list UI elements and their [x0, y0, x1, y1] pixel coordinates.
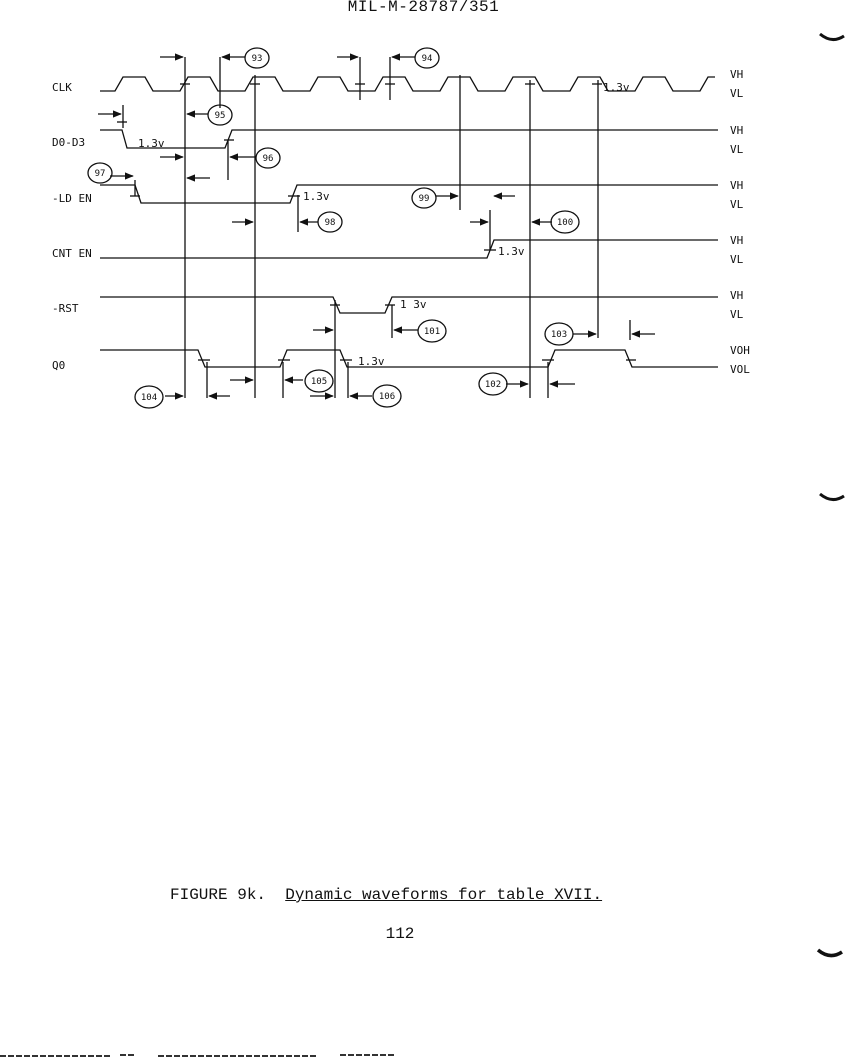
figure-title: Dynamic waveforms for table XVII. [285, 886, 603, 904]
figure-number: FIGURE 9k. [170, 886, 267, 904]
signal-label-rst: -RST [52, 302, 79, 315]
threshold-label-cnt: 1.3v [498, 245, 525, 258]
rst-waveform [100, 296, 718, 314]
cnt-en-waveform [100, 239, 718, 259]
level-low-ld: VL [730, 198, 744, 211]
level-high-cnt: VH [730, 234, 743, 247]
param-101: 101 [424, 327, 440, 337]
param-103: 103 [551, 330, 567, 340]
level-high-q0: VOH [730, 344, 750, 357]
threshold-label-d0d3: 1.3v [138, 137, 165, 150]
param-93: 93 [252, 54, 263, 64]
threshold-ticks [117, 83, 636, 361]
timing-diagram: CLK D0-D3 -LD EN CNT EN -RST Q0 VH VL VH… [52, 47, 750, 409]
level-low-d0d3: VL [730, 143, 744, 156]
signal-label-d0d3: D0-D3 [52, 136, 85, 149]
clk-waveform [100, 76, 715, 92]
timing-arrows [98, 53, 655, 400]
signal-label-ld: -LD EN [52, 192, 92, 205]
page-number: 112 [385, 925, 415, 943]
param-104: 104 [141, 393, 157, 403]
param-95: 95 [215, 111, 226, 121]
threshold-label-clk: 1.3v [603, 81, 630, 94]
figure-caption: FIGURE 9k. Dynamic waveforms for table X… [170, 886, 602, 904]
binding-mark [819, 492, 845, 501]
binding-mark [819, 32, 845, 41]
level-low-cnt: VL [730, 253, 744, 266]
threshold-label-ld: 1.3v [303, 190, 330, 203]
document-number: MIL-M-28787/351 [347, 0, 500, 16]
param-94: 94 [422, 54, 433, 64]
level-low-clk: VL [730, 87, 744, 100]
threshold-label-rst: 1 3v [400, 298, 427, 311]
signal-label-cnt: CNT EN [52, 247, 92, 260]
level-high-clk: VH [730, 68, 743, 81]
threshold-label-q0: 1.3v [358, 355, 385, 368]
signal-label-clk: CLK [52, 81, 72, 94]
param-98: 98 [325, 218, 336, 228]
signal-label-q0: Q0 [52, 359, 65, 372]
level-high-ld: VH [730, 179, 743, 192]
level-low-q0: VOL [730, 363, 750, 376]
binding-mark [816, 948, 843, 958]
level-high-rst: VH [730, 289, 743, 302]
ld-en-waveform [100, 184, 718, 204]
timing-reference-lines [122, 57, 631, 398]
param-106: 106 [379, 392, 395, 402]
parameter-callouts [87, 47, 580, 409]
d0d3-waveform [100, 129, 718, 149]
level-low-rst: VL [730, 308, 744, 321]
level-high-d0d3: VH [730, 124, 743, 137]
q0-waveform [100, 349, 718, 368]
param-105: 105 [311, 377, 327, 387]
scan-edge-artifact [0, 1054, 395, 1057]
param-100: 100 [557, 218, 573, 228]
param-99: 99 [419, 194, 430, 204]
param-102: 102 [485, 380, 501, 390]
param-96: 96 [263, 154, 274, 164]
param-97: 97 [95, 169, 106, 179]
